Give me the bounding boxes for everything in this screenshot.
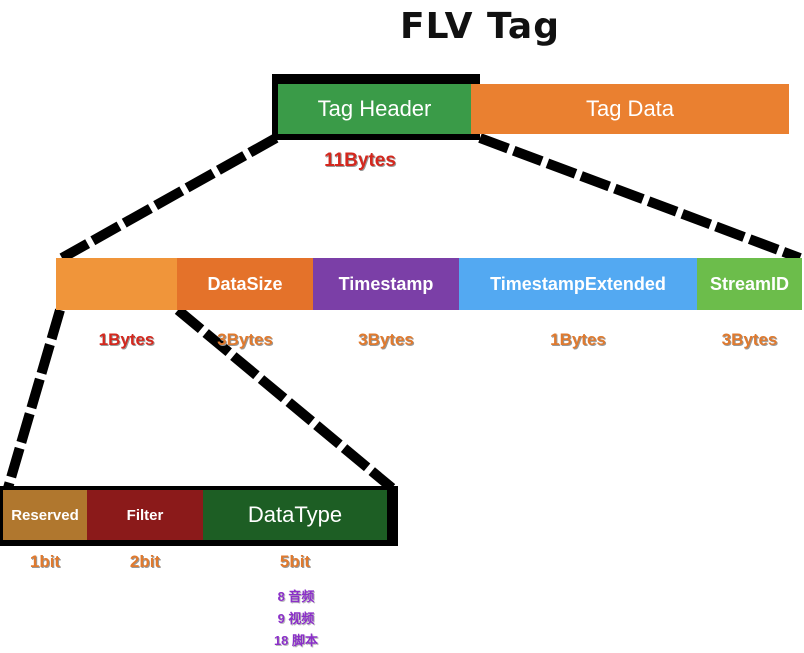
tag-header-label: Tag Header — [317, 96, 432, 121]
reserved-segment: Reserved — [3, 490, 87, 540]
connector-line-header-right — [478, 133, 802, 263]
filter-segment: Filter — [87, 490, 203, 540]
timestamp-extended-segment: TimestampExtended — [459, 258, 697, 310]
tag-data-segment: Tag Data — [471, 84, 789, 134]
tag-header-size: 11Bytes — [324, 150, 396, 171]
datatype-size: 5bit — [279, 552, 311, 571]
timestamp-label: Timestamp — [338, 273, 434, 294]
timestamp-extended-label: TimestampExtended — [490, 273, 666, 294]
flags-segment — [56, 258, 177, 310]
connector-line-flags-left — [3, 308, 65, 490]
tag-data-label: Tag Data — [585, 96, 675, 121]
datasize-segment: DataSize — [177, 258, 313, 310]
connector-line-header-left — [59, 133, 279, 263]
connector-line-flags-right — [174, 306, 396, 492]
datatype-label: DataType — [247, 502, 343, 527]
streamid-segment: StreamID — [697, 258, 802, 310]
streamid-size: 3Bytes — [721, 330, 778, 349]
datatype-value-video: 9 视频 — [277, 611, 315, 626]
timestamp-extended-size: 1Bytes — [550, 330, 606, 349]
streamid-label: StreamID — [709, 273, 790, 294]
reserved-size: 1bit — [29, 552, 61, 571]
timestamp-segment: Timestamp — [313, 258, 459, 310]
datatype-value-script: 18 脚本 — [273, 633, 319, 648]
timestamp-size: 3Bytes — [358, 330, 414, 349]
diagram-title: FLV Tag — [400, 6, 560, 47]
filter-size: 2bit — [129, 552, 161, 571]
datatype-value-audio: 8 音频 — [277, 589, 315, 604]
reserved-label: Reserved — [11, 506, 79, 524]
filter-label: Filter — [126, 506, 164, 524]
tag-header-segment: Tag Header — [278, 84, 471, 134]
datasize-label: DataSize — [207, 273, 283, 294]
flags-size: 1Bytes — [98, 330, 155, 349]
datatype-segment: DataType — [203, 490, 387, 540]
datasize-size: 3Bytes — [217, 330, 273, 349]
